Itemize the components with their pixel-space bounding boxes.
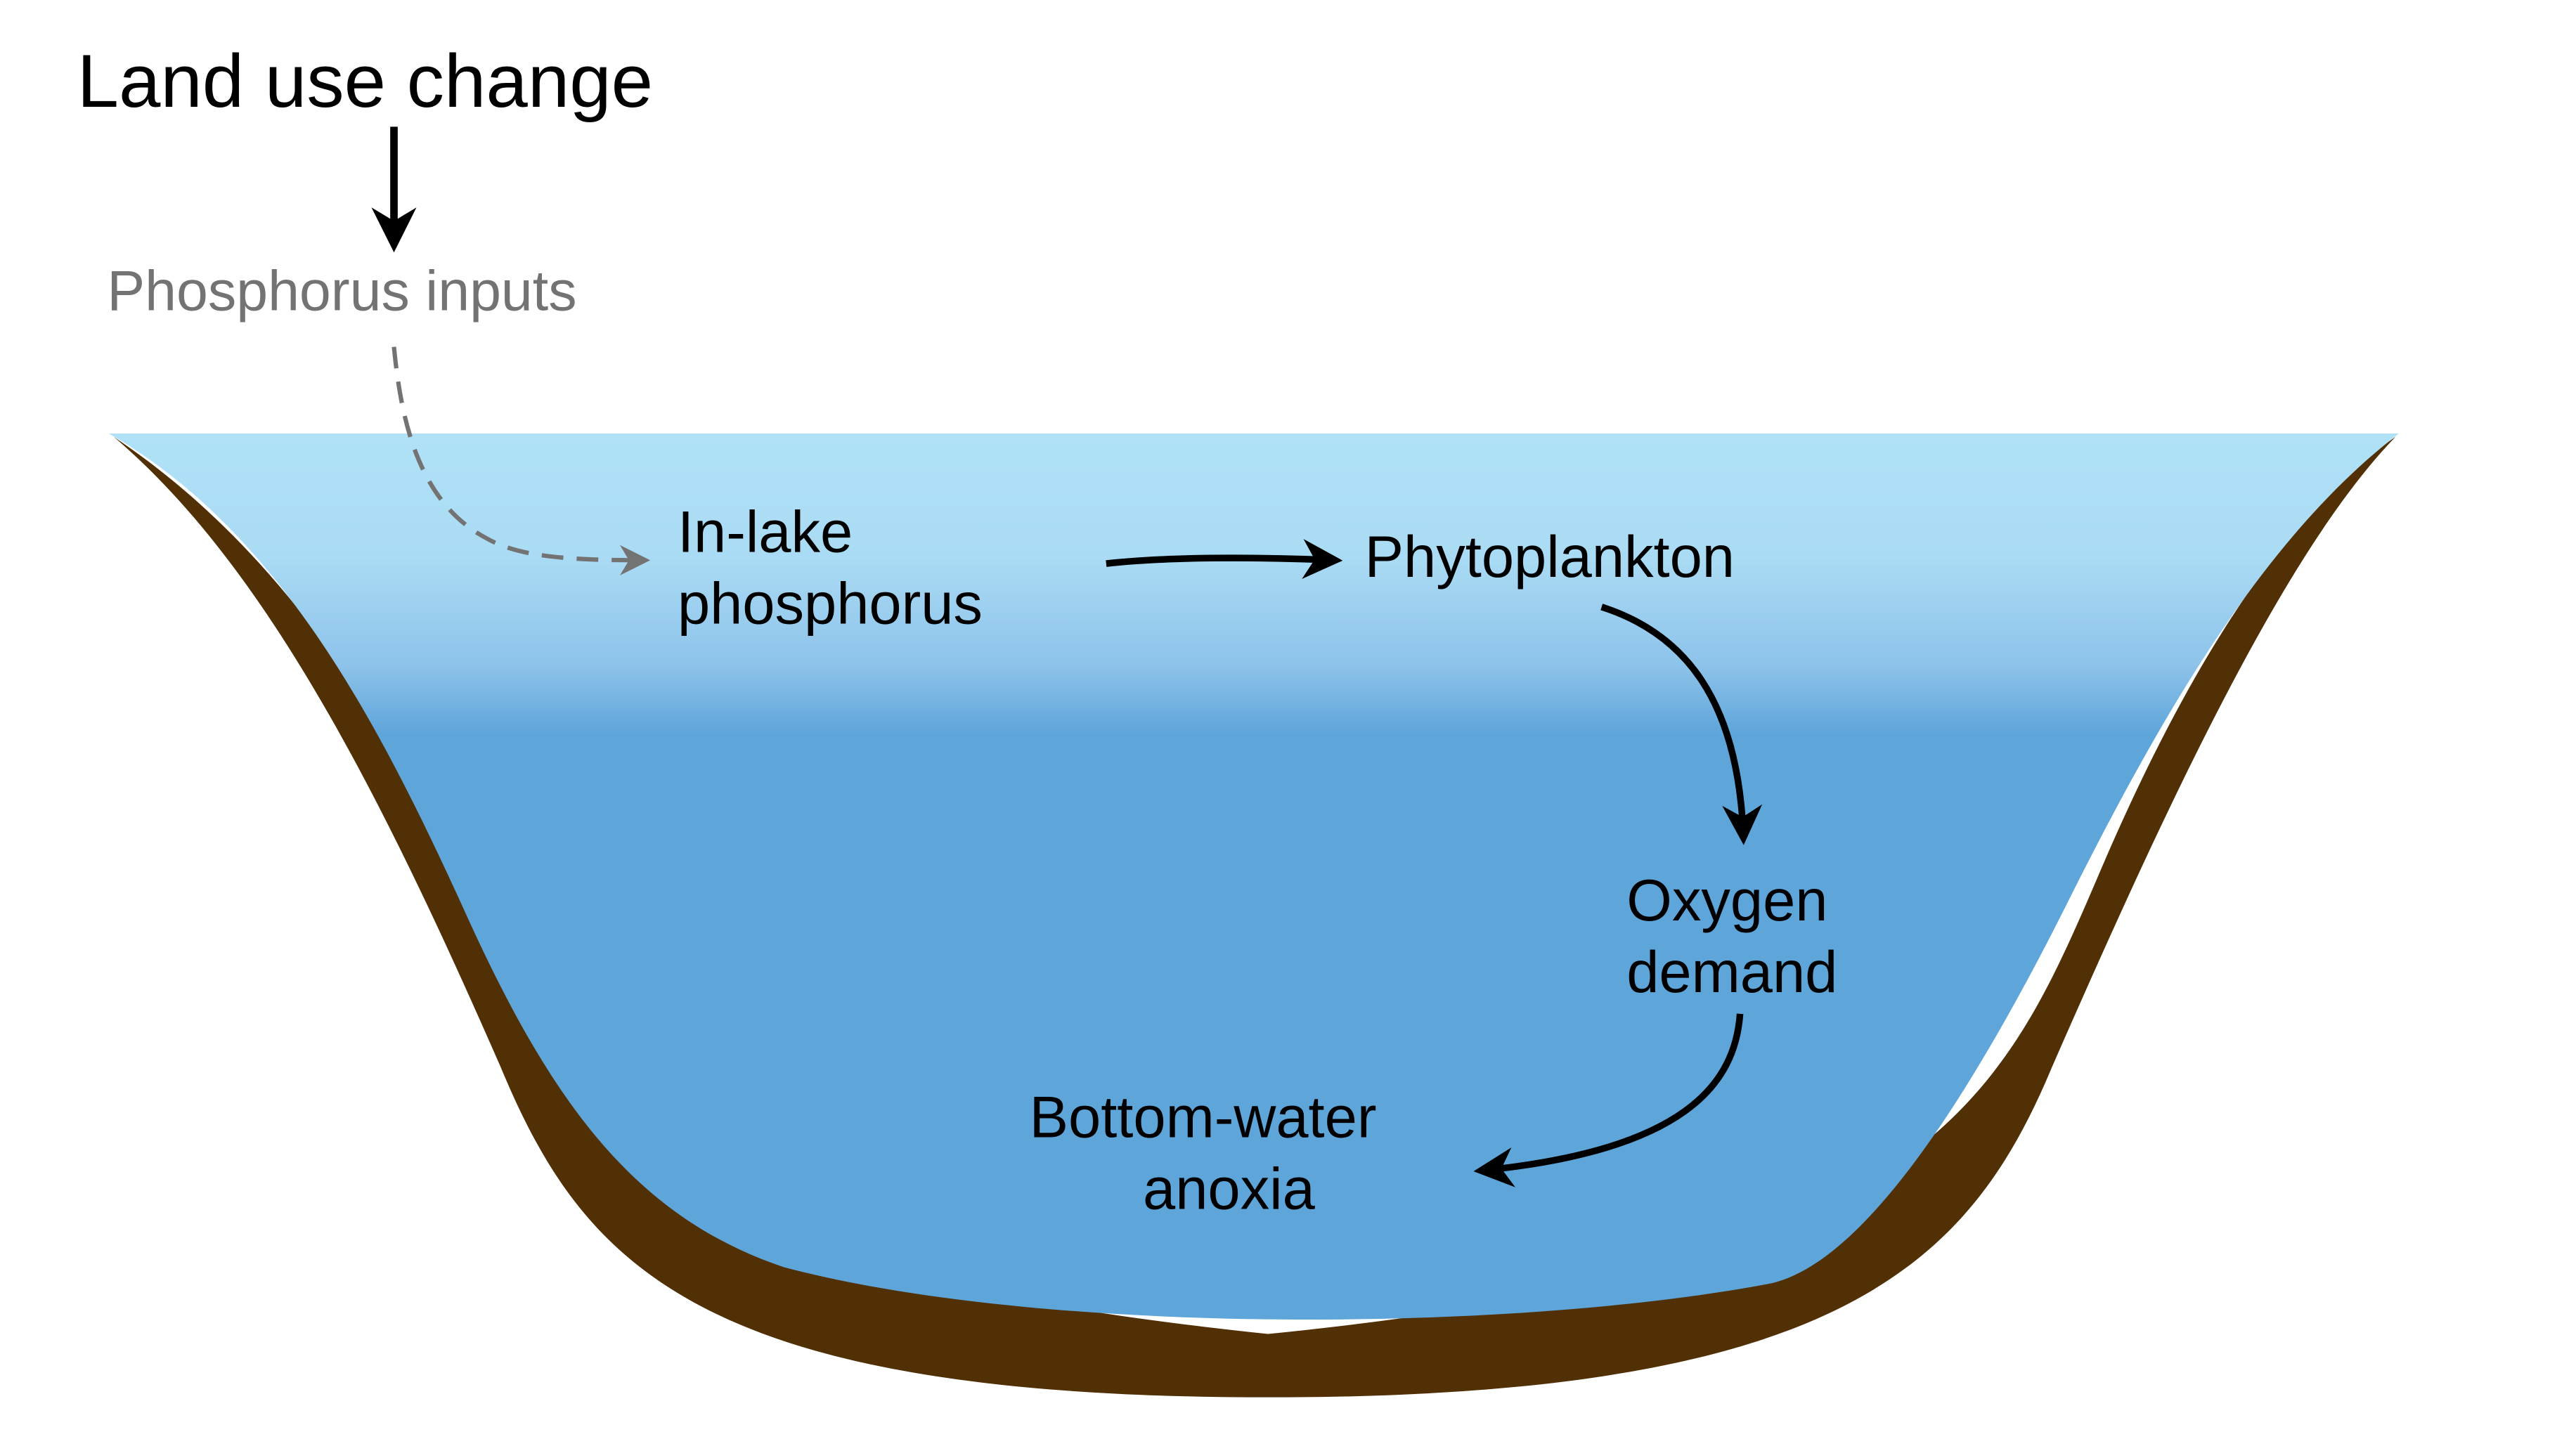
label-anoxia-line1: Bottom-water — [1030, 1084, 1377, 1150]
arrow-phytoplankton-to-oxygen — [1600, 604, 1763, 845]
label-oxygen-line2: demand — [1626, 939, 1837, 1005]
arrow-inlake-to-phytoplankton — [1106, 539, 1343, 580]
label-phytoplankton: Phytoplankton — [1365, 524, 1735, 590]
lake-water — [108, 434, 2399, 1320]
label-phosphorus-inputs: Phosphorus inputs — [107, 259, 576, 323]
label-in-lake-line1: In-lake — [678, 500, 853, 565]
arrow-inputs-to-inlake — [391, 346, 651, 575]
label-oxygen-line1: Oxygen — [1626, 868, 1827, 933]
label-anoxia-line2: anoxia — [1143, 1157, 1316, 1222]
arrow-oxygen-to-anoxia — [1473, 1013, 1744, 1187]
title-land-use-change: Land use change — [77, 39, 653, 123]
label-in-lake-line2: phosphorus — [678, 571, 983, 637]
